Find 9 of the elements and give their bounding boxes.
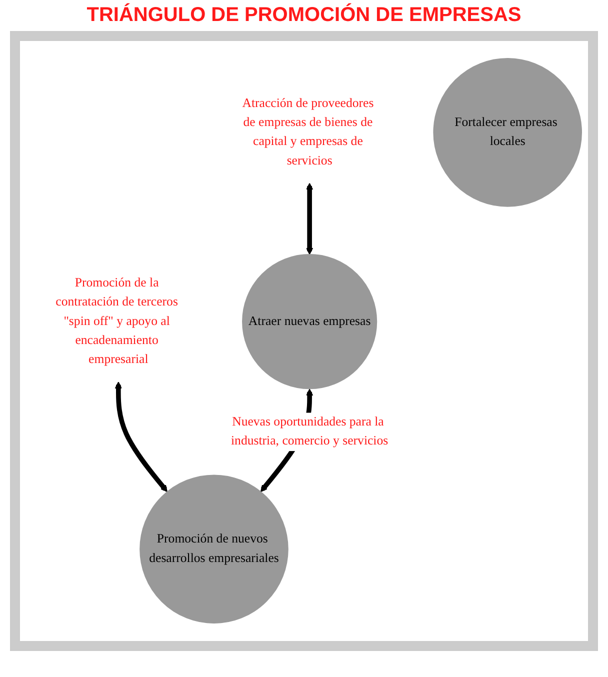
node-circle: Fortalecer empresas locales	[433, 58, 582, 208]
title: TRIÁNGULO DE PROMOCIÓN DE EMPRESAS	[86, 4, 522, 27]
node-text: Atracción de proveedores de empresas de bienes de capital y empresas de servicios	[242, 96, 374, 168]
arrow	[114, 382, 168, 492]
edge-label: Nuevas oportunidades para la industria, comercio y servicios	[230, 415, 388, 448]
node-circle: Promoción de nuevos desarrollos empresariales	[140, 474, 288, 624]
node-circle: Atraer nuevas empresas	[242, 254, 378, 390]
node-text: Promoción de la contratación de terceros "spin off" y apoyo al encadenamiento empresarial	[56, 276, 178, 367]
arrow	[306, 183, 314, 255]
